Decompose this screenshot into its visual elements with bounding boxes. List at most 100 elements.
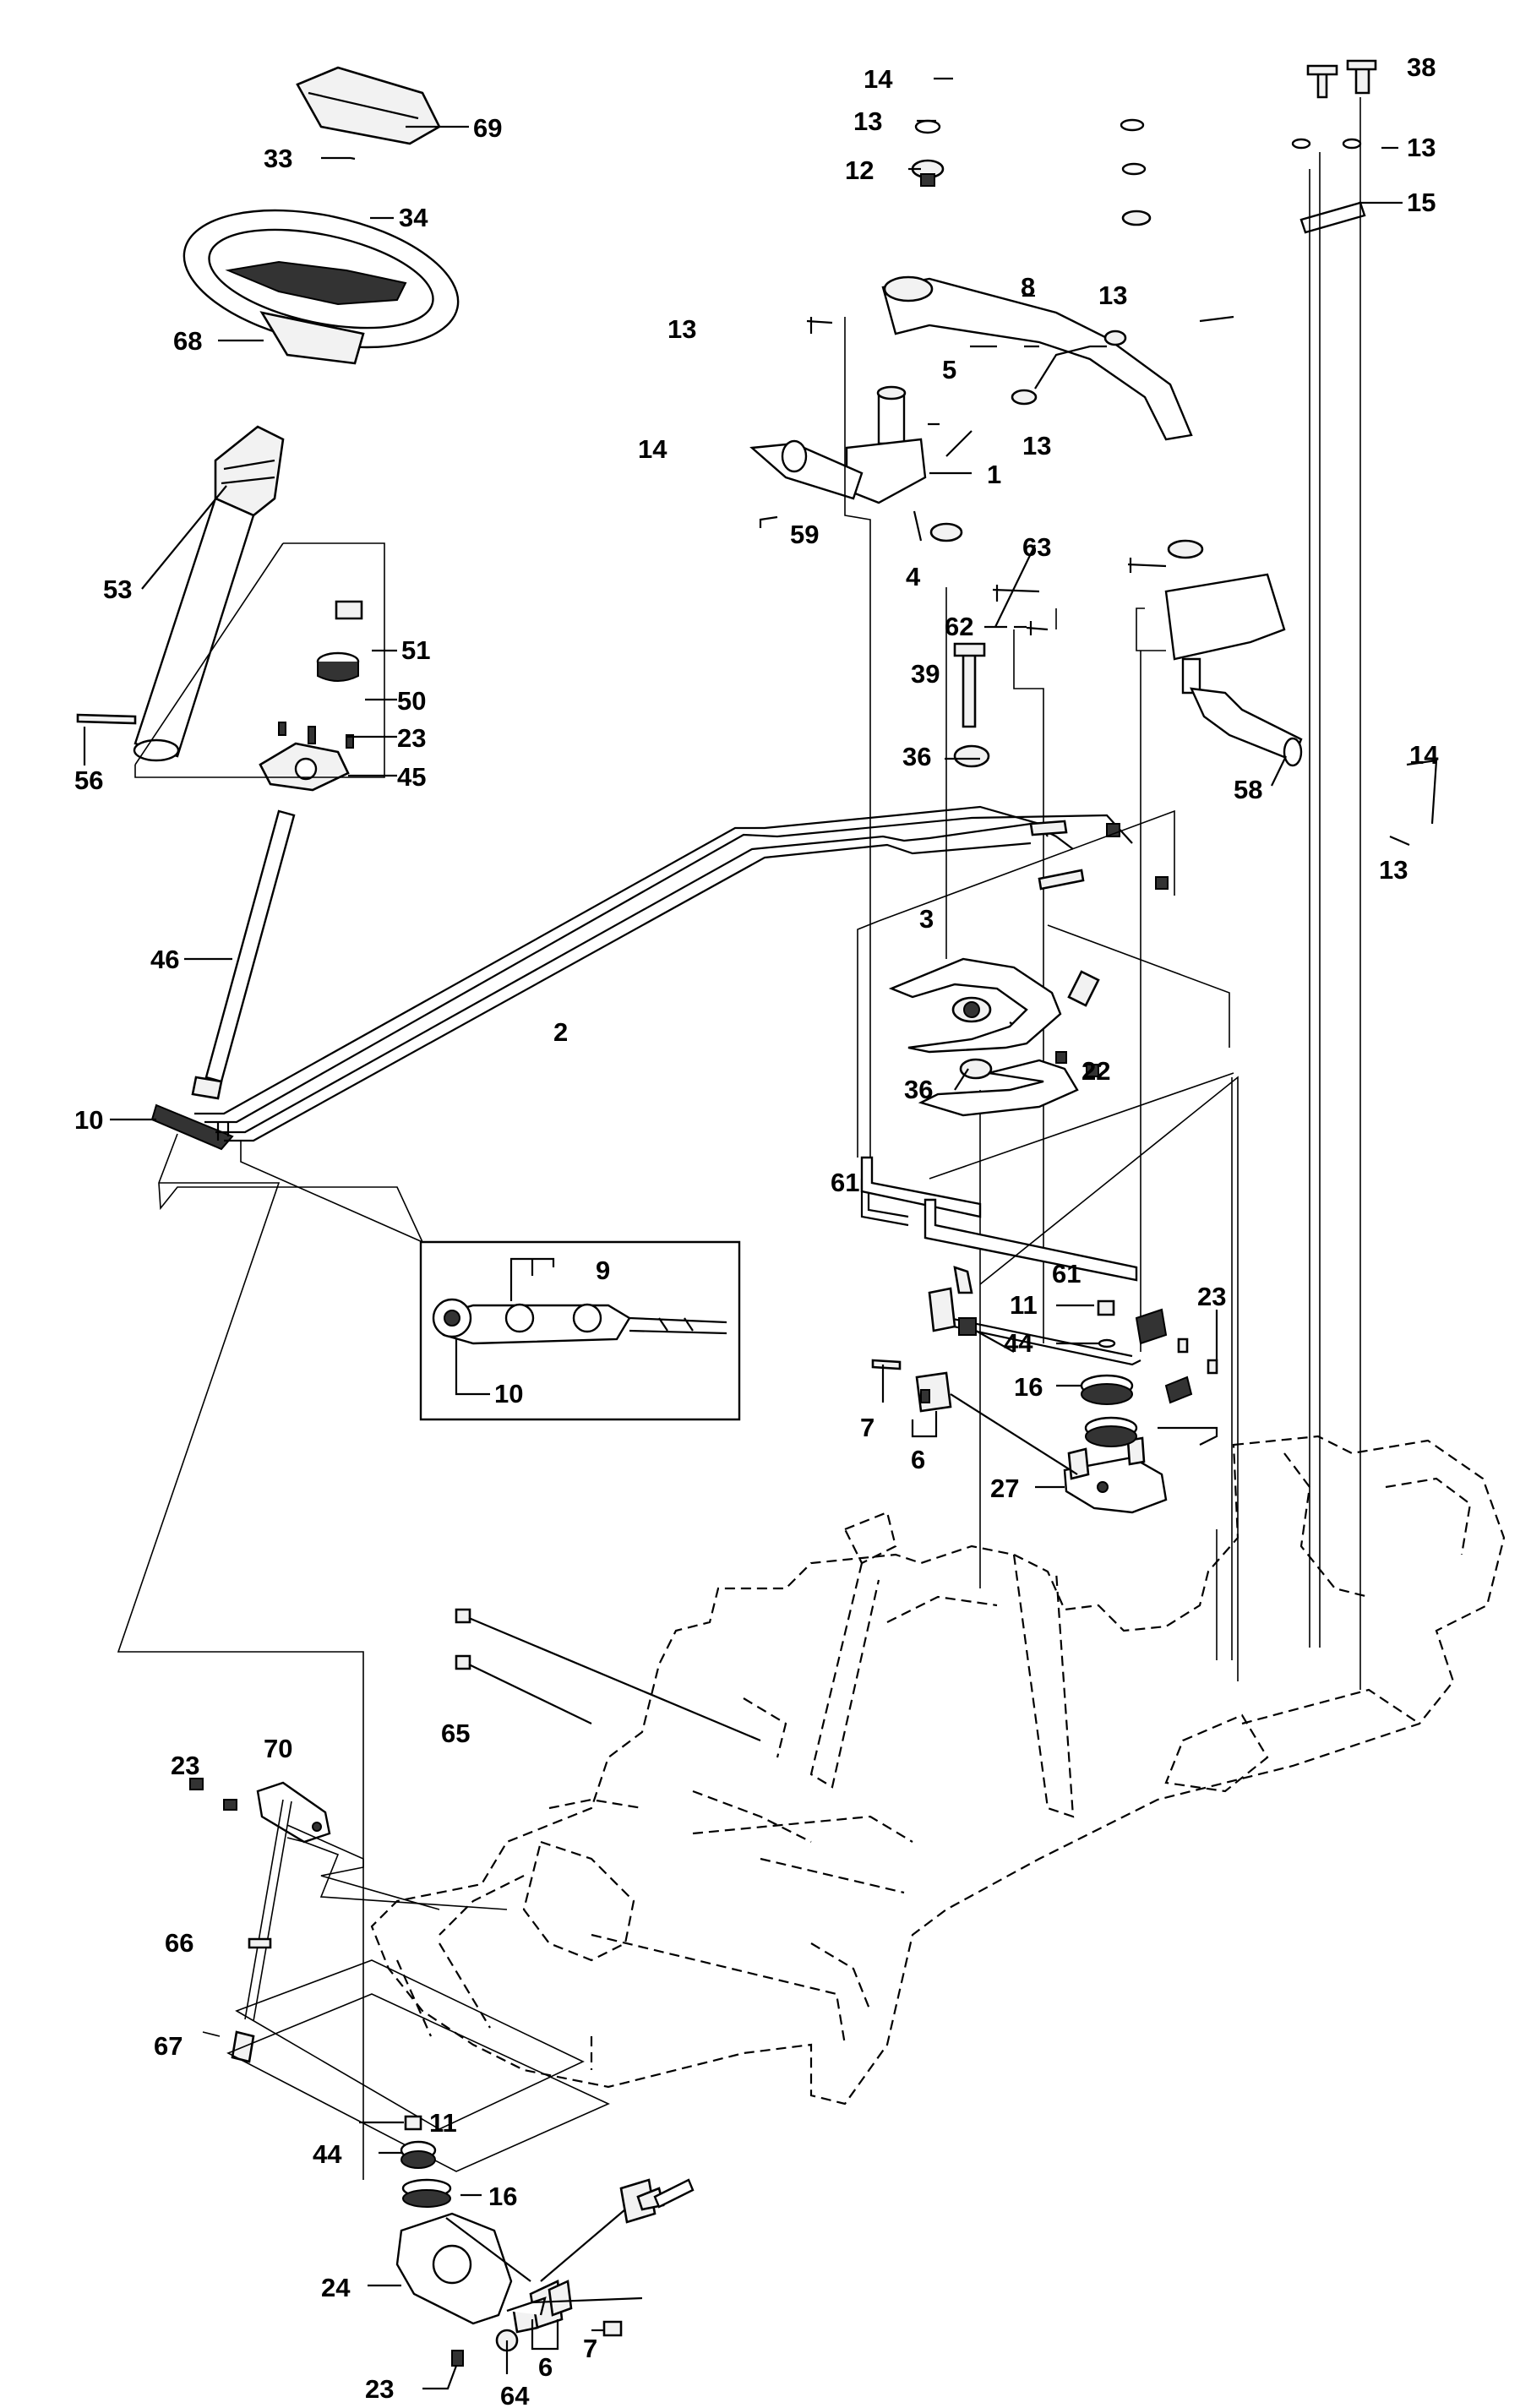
label-67: 67: [154, 2031, 183, 2061]
right-callout-lines: [759, 77, 1438, 1091]
label-44-mid: 44: [1004, 1328, 1033, 1358]
label-16-lower: 16: [488, 2182, 517, 2211]
label-23-bottom: 23: [365, 2374, 394, 2404]
label-36-bottom: 36: [904, 1075, 933, 1104]
axle-bushings: [911, 118, 1362, 542]
tie-rods-and-cotter: [806, 317, 1167, 635]
lower-bracket-70: [256, 1781, 331, 1844]
cable-pinion: [150, 1103, 234, 1151]
label-11-mid: 11: [1010, 1290, 1038, 1320]
tractor-frame: [370, 1435, 1506, 2106]
label-13-left: 13: [667, 314, 696, 344]
label-7-lower: 7: [583, 2334, 597, 2363]
axle-pulleys: [953, 744, 993, 1080]
label-64: 64: [500, 2381, 530, 2408]
steering-cables: [194, 805, 1169, 1142]
guide-bar-b: [924, 1198, 1138, 1282]
label-66: 66: [165, 1928, 193, 1958]
label-13-mid: 13: [1098, 281, 1127, 310]
label-34: 34: [399, 203, 428, 232]
steering-column-tube: [133, 497, 255, 762]
lower-leader-lines: [202, 1824, 508, 2037]
clamp-upper: [871, 1359, 952, 1413]
label-61-right: 61: [1052, 1259, 1081, 1288]
pulley-callout-lines: [881, 1304, 1218, 1489]
label-58: 58: [1234, 775, 1262, 804]
pin: [76, 713, 137, 725]
label-1: 1: [987, 460, 1001, 489]
label-23-mid: 23: [1197, 1282, 1226, 1311]
label-14-right: 14: [1409, 740, 1439, 770]
label-39: 39: [911, 659, 940, 689]
lower-link-bracket: [117, 1182, 364, 2180]
label-16-mid: 16: [1014, 1372, 1043, 1402]
label-23-top: 23: [397, 723, 426, 753]
label-10-main: 10: [74, 1105, 103, 1135]
label-3: 3: [919, 904, 934, 934]
label-38: 38: [1407, 52, 1436, 82]
pulley-hardware: [1097, 1299, 1218, 1404]
guide-bar-bracket: [979, 1076, 1239, 1681]
label-5: 5: [942, 355, 956, 384]
mounting-plate: [259, 722, 354, 792]
label-62: 62: [945, 612, 973, 641]
label-22: 22: [1082, 1056, 1110, 1086]
label-13-center: 13: [1022, 431, 1051, 460]
label-51: 51: [401, 635, 430, 665]
label-6-lower: 6: [538, 2352, 553, 2382]
label-63: 63: [1022, 532, 1051, 562]
inset-leader: [158, 1133, 423, 1243]
guide-bar-a: [860, 1156, 982, 1218]
label-65: 65: [441, 1719, 470, 1748]
label-33: 33: [264, 144, 292, 173]
label-56: 56: [74, 765, 103, 795]
axle-pivot-left: [845, 385, 927, 504]
label-2: 2: [553, 1017, 568, 1047]
front-axle: [881, 275, 1193, 441]
lower-inset-boxes: [226, 1959, 610, 2172]
label-12: 12: [845, 155, 874, 185]
label-10-inset: 10: [494, 1379, 523, 1408]
steering-shaft: [191, 809, 296, 1100]
label-8: 8: [1021, 272, 1035, 302]
detail-inset: [419, 1240, 741, 1421]
label-36-top: 36: [902, 742, 931, 771]
label-23-lower: 23: [171, 1751, 199, 1780]
label-70: 70: [264, 1734, 292, 1763]
steering-cap: [296, 66, 441, 145]
label-11-lower: 11: [429, 2108, 457, 2138]
label-14-top: 14: [864, 64, 893, 94]
clip-upper: [928, 1266, 1015, 1353]
pulley-bracket: [1063, 1436, 1168, 1514]
label-45: 45: [397, 762, 426, 792]
label-6-mid: 6: [911, 1445, 925, 1474]
spindle-left: [749, 439, 864, 500]
axle-pivot-right: [1164, 539, 1286, 695]
label-13-right: 13: [1379, 855, 1408, 885]
lower-shaft: [244, 1799, 292, 2022]
label-50: 50: [397, 686, 426, 716]
label-46: 46: [150, 945, 179, 974]
bushings: [316, 600, 363, 682]
column-group-bracket: [134, 542, 385, 778]
label-9: 9: [596, 1256, 610, 1285]
lower-pulley-assembly: [395, 2115, 695, 2367]
label-4: 4: [906, 562, 921, 591]
lower-callout-lines: [359, 2121, 643, 2390]
lower-hardware: [189, 1608, 761, 2063]
label-13-top: 13: [853, 106, 882, 136]
label-15: 15: [1407, 188, 1436, 217]
label-14-left: 14: [638, 434, 667, 464]
label-7-mid: 7: [860, 1413, 874, 1442]
label-24: 24: [321, 2273, 351, 2302]
label-44-lower: 44: [313, 2139, 342, 2169]
spindle-right: [1190, 687, 1303, 767]
cable-guide-plate: [888, 957, 1100, 1117]
part-labels: 69 33 34 68 53 51 50 23 56 45 46 10 2 9 …: [74, 52, 1439, 2408]
label-69: 69: [473, 113, 502, 143]
steering-wheel: [183, 209, 460, 365]
label-61-left: 61: [831, 1168, 859, 1197]
label-59: 59: [790, 520, 819, 549]
cable-plate-bracket: [857, 809, 1234, 1179]
